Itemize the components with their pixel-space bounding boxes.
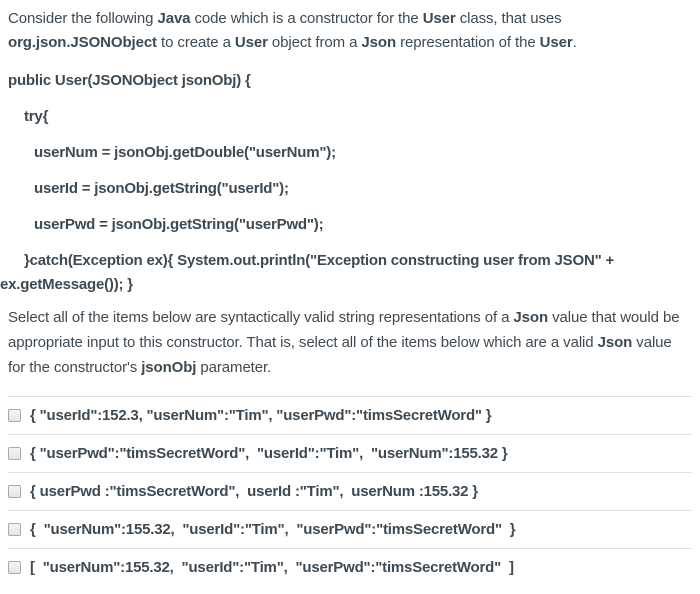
code-line-usernum: userNum = jsonObj.getDouble("userNum"); [34,144,336,161]
intro-text: class, that uses [455,10,562,27]
intro-text: Consider the following [8,10,158,27]
question-text: value for the constructor's [8,334,672,376]
option-row-2[interactable]: { "userPwd":"timsSecretWord", "userId":"… [8,434,692,472]
question-bold-jsonobj: jsonObj [141,359,197,376]
code-line-try: try{ [24,108,49,125]
intro-text: representation of the [396,34,540,51]
intro-text: . [572,34,577,51]
question-bold-json: Json [597,334,633,351]
option-2-checkbox[interactable] [8,447,21,460]
intro-bold-java: Java [157,10,191,27]
option-row-1[interactable]: { "userId":152.3, "userNum":"Tim", "user… [8,396,692,434]
option-3-checkbox[interactable] [8,485,21,498]
code-line-userid: userId = jsonObj.getString("userId"); [34,180,289,197]
intro-bold-json: Json [361,34,397,51]
java-code-block: public User(JSONObject jsonObj) { try{ u… [0,69,692,297]
option-1-label: { "userId":152.3, "userNum":"Tim", "user… [30,407,492,424]
option-4-label: { "userNum":155.32, "userId":"Tim", "use… [30,521,516,538]
question-text: parameter. [196,359,272,376]
intro-text: to create a [156,34,235,51]
question-text: Select all of the items below are syntac… [8,309,514,326]
intro-text: code which is a constructor for the [190,10,423,27]
option-2-label: { "userPwd":"timsSecretWord", "userId":"… [30,445,508,462]
question-text: value that would be appropriate input to… [8,309,680,351]
option-row-3[interactable]: { userPwd :"timsSecretWord", userId :"Ti… [8,472,692,510]
option-row-4[interactable]: { "userNum":155.32, "userId":"Tim", "use… [8,510,692,548]
option-5-label: [ "userNum":155.32, "userId":"Tim", "use… [30,559,514,576]
option-4-checkbox[interactable] [8,523,21,536]
intro-bold-user: User [539,34,573,51]
option-row-5[interactable]: [ "userNum":155.32, "userId":"Tim", "use… [8,548,692,586]
option-3-label: { userPwd :"timsSecretWord", userId :"Ti… [30,483,478,500]
intro-bold-user: User [422,10,456,27]
intro-text: object from a [267,34,362,51]
intro-paragraph: Consider the following Java code which i… [8,7,692,55]
code-line-catch: }catch(Exception ex){ System.out.println… [24,252,615,269]
question-bold-json: Json [513,309,549,326]
answer-options-list: { "userId":152.3, "userNum":"Tim", "user… [8,396,692,586]
option-5-checkbox[interactable] [8,561,21,574]
option-1-checkbox[interactable] [8,409,21,422]
intro-bold-user: User [234,34,268,51]
intro-bold-jsonobject: org.json.JSONObject [8,34,157,51]
code-line-userpwd: userPwd = jsonObj.getString("userPwd"); [34,216,324,233]
code-line-constructor-signature: public User(JSONObject jsonObj) { [8,72,251,89]
question-paragraph: Select all of the items below are syntac… [8,305,692,380]
code-line-catch-continuation: ex.getMessage()); } [0,276,133,293]
